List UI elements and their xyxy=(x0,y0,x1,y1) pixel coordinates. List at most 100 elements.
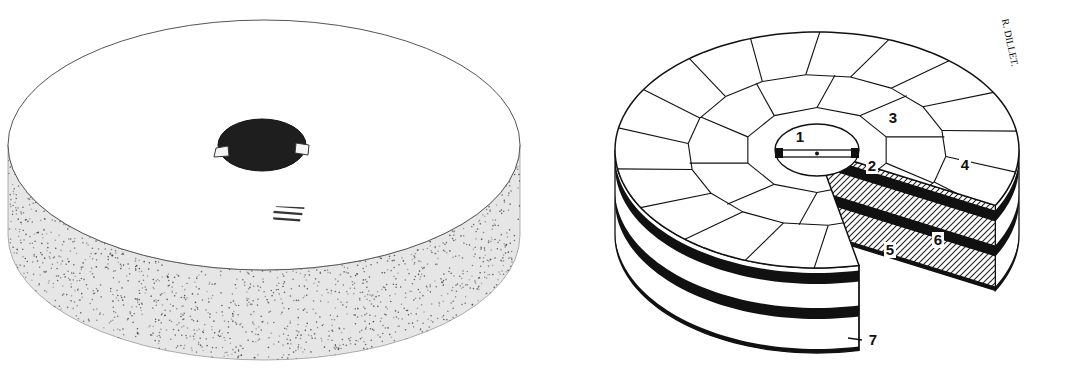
stipple-dot xyxy=(395,347,397,349)
stipple-dot xyxy=(460,327,462,329)
stipple-dot xyxy=(361,337,363,339)
stipple-dot xyxy=(196,351,198,353)
stipple-dot xyxy=(181,326,183,328)
stipple-dot xyxy=(338,292,340,294)
stipple-dot xyxy=(148,351,150,353)
stipple-dot xyxy=(346,272,348,274)
stipple-dot xyxy=(373,321,375,323)
stipple-dot xyxy=(400,356,402,358)
stipple-dot xyxy=(353,293,355,295)
stipple-dot xyxy=(349,287,351,289)
stipple-dot xyxy=(252,300,254,302)
stipple-dot xyxy=(212,337,214,339)
stipple-dot xyxy=(300,338,302,340)
stipple-dot xyxy=(494,257,496,259)
stipple-dot xyxy=(475,326,477,328)
stipple-dot xyxy=(266,299,268,301)
stipple-dot xyxy=(43,229,45,231)
stipple-dot xyxy=(394,340,396,342)
stipple-dot xyxy=(341,332,343,334)
stipple-dot xyxy=(250,303,252,305)
stipple-dot xyxy=(452,340,454,342)
stipple-dot xyxy=(494,323,496,325)
stipple-dot xyxy=(195,286,197,288)
stipple-dot xyxy=(30,330,32,332)
stipple-dot xyxy=(496,284,498,286)
stipple-dot xyxy=(187,327,189,329)
stipple-dot xyxy=(385,327,387,329)
stipple-dot xyxy=(64,276,66,278)
stipple-dot xyxy=(54,256,56,258)
stipple-dot xyxy=(153,300,155,302)
stipple-dot xyxy=(37,333,39,335)
stipple-dot xyxy=(393,276,395,278)
stipple-dot xyxy=(79,342,81,344)
stipple-dot xyxy=(156,304,158,306)
stipple-dot xyxy=(475,238,477,240)
stipple-dot xyxy=(492,225,494,227)
stipple-dot xyxy=(491,237,493,239)
stipple-dot xyxy=(30,354,32,356)
stipple-dot xyxy=(161,264,163,266)
stipple-dot xyxy=(439,303,441,305)
stipple-dot xyxy=(105,267,107,269)
stipple-dot xyxy=(35,210,37,212)
stipple-dot xyxy=(382,325,384,327)
stipple-dot xyxy=(457,343,459,345)
stipple-dot xyxy=(70,250,72,252)
stipple-dot xyxy=(308,334,310,336)
stipple-dot xyxy=(488,242,490,244)
stipple-dot xyxy=(335,358,337,360)
stipple-dot xyxy=(10,238,12,240)
stipple-dot xyxy=(484,249,486,251)
stipple-dot xyxy=(417,358,419,360)
stipple-dot xyxy=(387,308,389,310)
stipple-dot xyxy=(373,305,375,307)
stipple-dot xyxy=(380,258,382,260)
stipple-dot xyxy=(326,289,328,291)
stipple-dot xyxy=(405,329,407,331)
stipple-dot xyxy=(413,353,415,355)
stipple-dot xyxy=(116,290,118,292)
stipple-dot xyxy=(479,319,481,321)
stipple-dot xyxy=(224,320,226,322)
stipple-dot xyxy=(490,337,492,339)
stipple-dot xyxy=(113,329,115,331)
stipple-dot xyxy=(15,207,17,209)
stipple-dot xyxy=(478,341,480,343)
stipple-dot xyxy=(63,273,65,275)
stipple-dot xyxy=(450,346,452,348)
stipple-dot xyxy=(209,313,211,315)
stipple-dot xyxy=(64,316,66,318)
stipple-dot xyxy=(321,295,323,297)
stipple-dot xyxy=(183,325,185,327)
stipple-dot xyxy=(450,302,452,304)
stipple-dot xyxy=(115,257,117,259)
stipple-dot xyxy=(65,355,67,357)
stipple-dot xyxy=(16,248,18,250)
stipple-dot xyxy=(71,320,73,322)
stipple-dot xyxy=(379,356,381,358)
stipple-dot xyxy=(513,288,515,290)
stipple-dot xyxy=(460,329,462,331)
stipple-dot xyxy=(365,261,367,263)
stipple-dot xyxy=(54,239,56,241)
stipple-dot xyxy=(71,272,73,274)
stipple-dot xyxy=(252,341,254,343)
stipple-dot xyxy=(182,319,184,321)
stipple-dot xyxy=(288,308,290,310)
stipple-dot xyxy=(514,174,516,176)
stipple-dot xyxy=(34,321,36,323)
stipple-dot xyxy=(515,315,517,317)
stipple-dot xyxy=(244,281,246,283)
stipple-dot xyxy=(253,285,255,287)
stipple-dot xyxy=(352,284,354,286)
stipple-dot xyxy=(68,261,70,263)
stipple-dot xyxy=(11,306,13,308)
stipple-dot xyxy=(444,327,446,329)
stipple-dot xyxy=(221,333,223,335)
stipple-dot xyxy=(9,166,11,168)
stipple-dot xyxy=(79,280,81,282)
stipple-dot xyxy=(96,334,98,336)
stipple-dot xyxy=(382,333,384,335)
